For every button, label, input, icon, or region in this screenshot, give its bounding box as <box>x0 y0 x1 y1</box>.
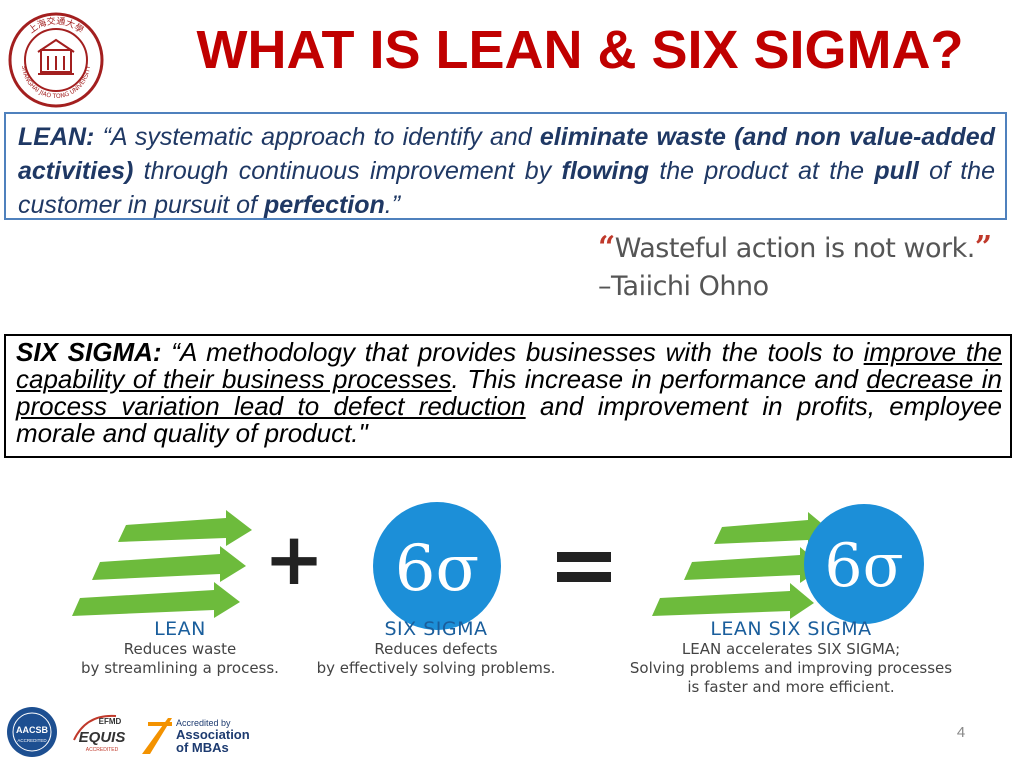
lss-caption-desc-3: is faster and more efficient. <box>687 678 895 696</box>
lss-caption-title: LEAN SIX SIGMA <box>710 618 872 640</box>
quote-text: Wasteful action is not work. <box>614 233 976 264</box>
lss-caption-desc-2: Solving problems and improving processes <box>629 659 953 677</box>
six-sigma-text-1: “A methodology that provides businesses … <box>161 337 864 367</box>
six-sigma-caption-desc-1: Reduces defects <box>374 640 498 658</box>
quote-close-mark: ” <box>974 230 992 265</box>
lean-six-sigma-arrows-icon <box>652 512 832 619</box>
lean-text-1: “A systematic approach to identify and <box>94 123 540 151</box>
six-sigma-text-3: and improvement in profits, employee mor… <box>16 391 1002 448</box>
six-sigma-definition-box: SIX SIGMA: “A methodology that provides … <box>4 334 1012 458</box>
six-sigma-underline-variation: decrease in process variation lead to de… <box>16 364 1002 421</box>
lean-text-5: .” <box>384 191 401 219</box>
six-sigma-caption-title: SIX SIGMA <box>384 618 488 640</box>
quote-author: –Taiichi Ohno <box>598 271 769 302</box>
efmd-sub-text: ACCREDITED <box>86 747 119 753</box>
amba-logo: Accredited by Association of MBAs <box>142 718 250 755</box>
efmd-main-text: EQUIS <box>79 729 126 746</box>
equals-sign-bottom <box>557 572 611 582</box>
quote-open-mark: “ <box>598 230 615 265</box>
six-sigma-term: SIX SIGMA: <box>16 337 162 367</box>
university-logo: 上海交通大學 SHANGHAI JIAO TONG UNIVERSITY <box>8 12 104 108</box>
amba-line-1: Accredited by <box>176 718 231 728</box>
lean-bold-eliminate-waste: eliminate waste (and non value-added act… <box>18 123 995 185</box>
aacsb-sub-text: ACCREDITED <box>17 738 47 743</box>
lean-caption-desc-1: Reduces waste <box>123 640 237 658</box>
lean-text-4: of the customer in pursuit of <box>18 157 995 219</box>
lean-caption-desc-2: by streamlining a process. <box>81 659 279 677</box>
ohno-quote: “Wasteful action is not work.” –Taiichi … <box>598 228 1018 305</box>
lss-caption-desc-1: LEAN accelerates SIX SIGMA; <box>681 640 901 658</box>
lean-text-2: through continuous improvement by <box>133 157 562 185</box>
six-sigma-caption-desc-2: by effectively solving problems. <box>316 659 556 677</box>
page-number: 4 <box>956 724 966 741</box>
amba-line-3: of MBAs <box>176 740 229 755</box>
amba-line-2: Association <box>176 727 250 742</box>
lean-term: LEAN: <box>18 123 95 151</box>
lean-caption-title: LEAN <box>154 618 206 640</box>
lss-sigma-symbol: 6σ <box>824 531 903 601</box>
lean-six-sigma-caption: LEAN SIX SIGMA LEAN accelerates SIX SIGM… <box>592 618 990 697</box>
lean-text-3: the product at the <box>649 157 875 185</box>
six-sigma-text-2: . This increase in performance and <box>451 364 867 394</box>
equals-sign-top <box>557 552 611 562</box>
lean-bold-perfection: perfection <box>263 191 385 219</box>
six-sigma-text-4: " <box>358 418 368 448</box>
efmd-equis-logo: EFMD EQUIS ACCREDITED <box>73 714 126 753</box>
lean-bold-flowing: flowing <box>561 157 650 185</box>
aacsb-text: AACSB <box>16 725 49 735</box>
lean-bold-pull: pull <box>874 157 919 185</box>
six-sigma-underline-capability: improve the capability of their business… <box>16 337 1003 394</box>
lean-arrows-icon <box>72 510 252 618</box>
lss-sigma-circle-icon <box>804 504 924 624</box>
plus-sign: + <box>264 517 324 601</box>
six-sigma-circle-icon <box>373 502 501 630</box>
aacsb-logo: AACSB ACCREDITED <box>7 707 57 757</box>
six-sigma-caption: SIX SIGMA Reduces defects by effectively… <box>286 618 586 678</box>
page-title: WHAT IS LEAN & SIX SIGMA? <box>196 20 964 80</box>
efmd-top-text: EFMD <box>99 717 122 726</box>
lean-caption: LEAN Reduces waste by streamlining a pro… <box>60 618 300 678</box>
lean-six-sigma-graphic: + 6σ 6σ LEAN Reduces waste by streamlini… <box>0 500 1024 710</box>
lean-definition-box: LEAN: “A systematic approach to identify… <box>4 112 1007 220</box>
six-sigma-symbol: 6σ <box>395 532 479 606</box>
graphic-shapes: + 6σ 6σ <box>72 502 924 630</box>
